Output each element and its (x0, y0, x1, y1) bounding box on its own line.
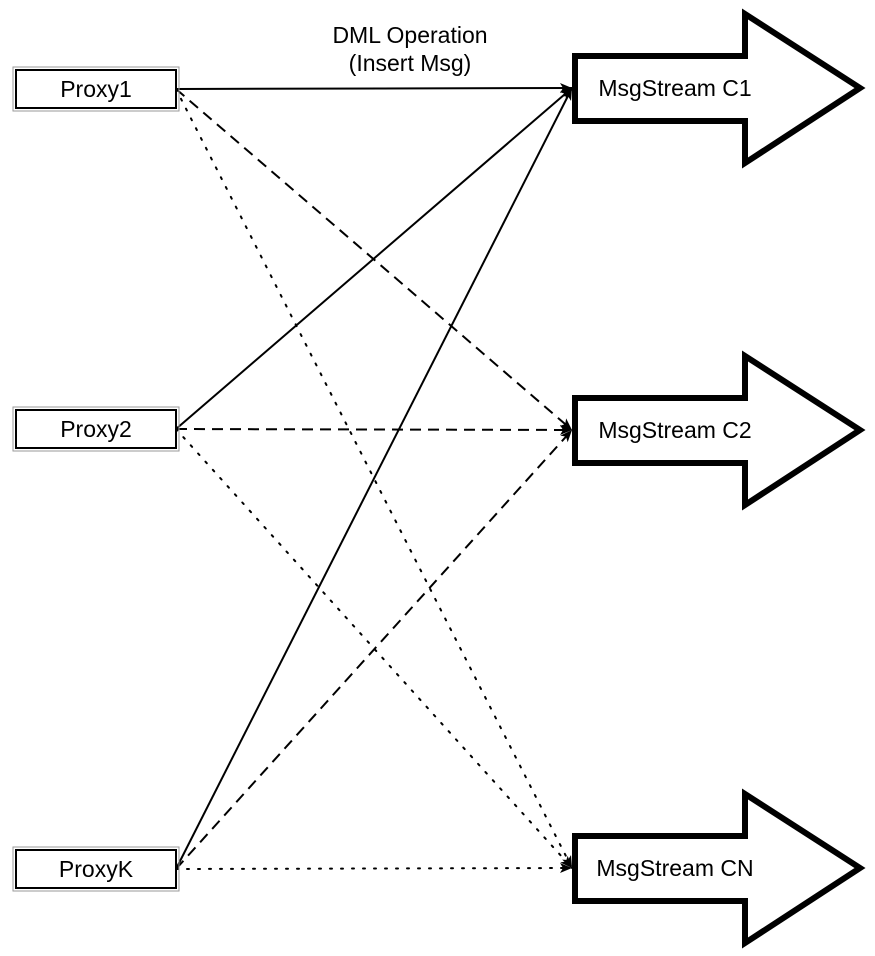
proxy-node-proxy1[interactable]: Proxy1 (12, 66, 180, 112)
link-path-solid (175, 87, 573, 870)
proxy-box-outline (12, 66, 180, 112)
edge-caption: DML Operation (Insert Msg) (332, 22, 487, 76)
link-path-solid (175, 87, 573, 430)
link-proxy1-c1[interactable] (175, 83, 573, 94)
stream-label: MsgStream C1 (598, 75, 751, 101)
link-path-dotted (175, 428, 573, 869)
stream-arrow-shape (572, 350, 866, 511)
link-proxy2-c2[interactable] (175, 424, 573, 435)
link-proxyk-cn[interactable] (175, 863, 573, 874)
proxy-label: Proxy2 (60, 416, 132, 442)
edge-caption-line-2: (Insert Msg) (349, 50, 472, 76)
link-path-dotted (175, 88, 573, 869)
proxy-box-rect (15, 849, 177, 889)
edge-caption-line-1: DML Operation (332, 22, 487, 48)
proxy-node-proxy2[interactable]: Proxy2 (12, 406, 180, 452)
link-proxy2-c1[interactable] (175, 87, 573, 430)
link-layer (175, 83, 573, 874)
stream-label: MsgStream C2 (598, 417, 751, 443)
link-path-dotted (175, 863, 573, 874)
stream-arrow-shape (572, 8, 866, 169)
stream-arrow-shape (572, 788, 866, 949)
proxy-label: Proxy1 (60, 76, 132, 102)
link-proxyk-c1[interactable] (175, 87, 573, 870)
link-proxy2-cn[interactable] (175, 428, 573, 869)
proxy-box-rect (15, 69, 177, 109)
stream-stream_c2[interactable]: MsgStream C2 (572, 350, 866, 511)
link-path-dashed (175, 429, 573, 870)
stream-label: MsgStream CN (596, 855, 753, 881)
proxy-node-proxyk[interactable]: ProxyK (12, 846, 180, 892)
stream-stream_cn[interactable]: MsgStream CN (572, 788, 866, 949)
stream-stream_c1[interactable]: MsgStream C1 (572, 8, 866, 169)
stream-layer: MsgStream C1 MsgStream C2 MsgStream CN (572, 8, 866, 949)
proxy-box-rect (15, 409, 177, 449)
link-proxyk-c2[interactable] (175, 429, 573, 870)
proxy-label: ProxyK (59, 856, 134, 882)
link-path-solid (175, 83, 573, 94)
link-path-dashed (175, 424, 573, 435)
proxy-box-outline (12, 406, 180, 452)
link-proxy1-cn[interactable] (175, 88, 573, 869)
proxy-box-outline (12, 846, 180, 892)
